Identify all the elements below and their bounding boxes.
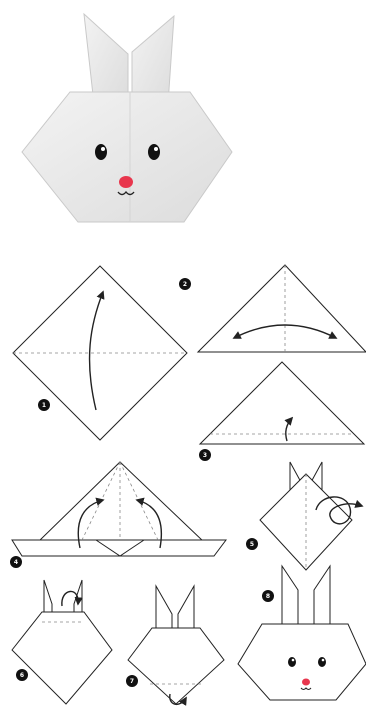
step-number-7: 7 [130,678,134,685]
step-badge-4: 4 [10,556,22,568]
step-number-4: 4 [14,559,18,566]
step-number-3: 3 [203,452,207,459]
step-number-1: 1 [42,402,46,409]
step-badge-6: 6 [16,669,28,681]
bunny-ear-left [84,14,128,104]
bunny-eye-left [95,144,107,160]
step-number-6: 6 [20,672,24,679]
step-badge-8: 8 [262,590,274,602]
step-badge-1: 1 [38,399,50,411]
step-number-5: 5 [250,541,254,548]
step-badge-2: 2 [179,278,191,290]
finished-bunny-photo [22,14,232,222]
bunny-nose [119,176,133,188]
step-5-diagram [260,462,362,570]
bunny-eye-right [148,144,160,160]
step-badge-7: 7 [126,675,138,687]
bunny-nose-small [302,679,310,686]
step-number-2: 2 [183,281,187,288]
step-4-diagram [12,462,226,556]
step-1-diagram [13,266,187,440]
step-2-diagram [198,265,366,352]
step-6-diagram [12,580,112,704]
step-7-diagram [128,586,224,704]
bunny-ear-right [132,16,174,104]
step-badge-5: 5 [246,538,258,550]
step-8-diagram [238,566,366,700]
step-badge-3: 3 [199,449,211,461]
step-number-8: 8 [266,593,270,600]
bunny-head [22,92,232,222]
step-3-diagram [200,362,364,444]
